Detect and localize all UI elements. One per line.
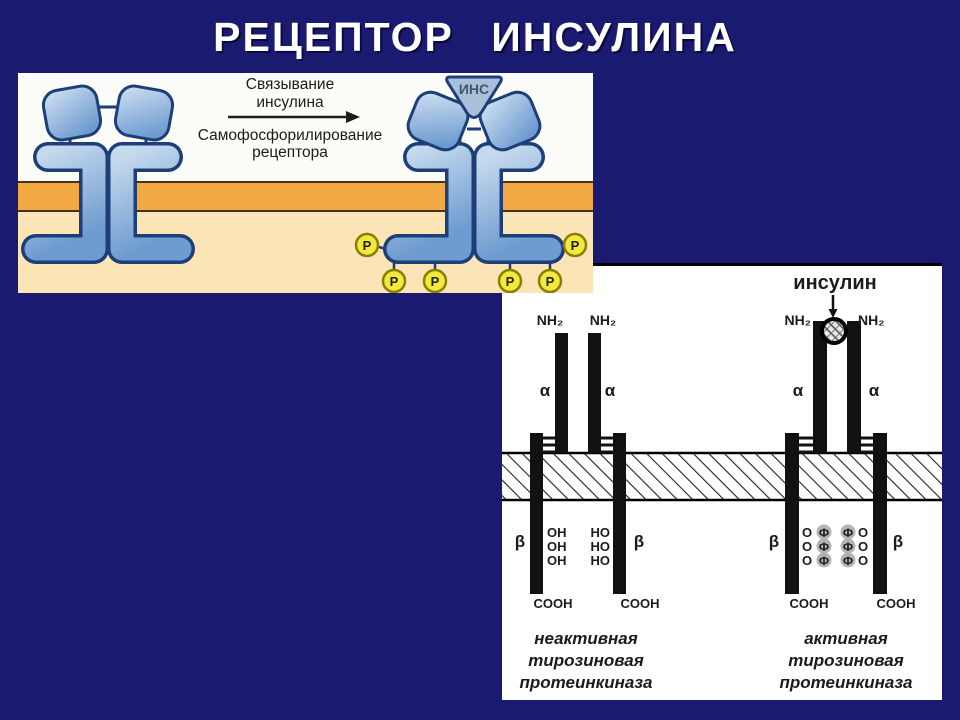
phospho-circle [840,552,856,568]
cooh-label: COOH [534,596,573,611]
f-label: Ф [819,554,829,568]
disulfide-rungs [543,436,613,454]
o-label: О [802,539,812,554]
nh2-label: NH₂ [537,312,563,328]
caption-inactive: неактивная тирозиновая протеинкиназа [519,629,652,692]
ho-label: HO [591,525,611,540]
f-label: Ф [819,526,829,540]
phospho-circle [816,524,832,540]
phospho-circle [816,552,832,568]
phosphate-circle [562,232,588,258]
insulin-binding-diagram: Связывание инсулина Самофосфорилирование… [18,73,593,293]
slide-title: РЕЦЕПТОР ИНСУЛИНА [213,14,737,60]
beta-chain-bar [873,433,887,594]
f-label: Ф [819,540,829,554]
kinase-diagram-canvas: инсулин NH₂ [502,263,942,700]
phosphate-group: Р Р Р Р Р Р [354,232,588,293]
caption-active: активная тирозиновая протеинкиназа [779,629,912,692]
caption-line: активная [804,629,888,648]
binding-diagram-canvas: Связывание инсулина Самофосфорилирование… [18,73,593,293]
beta-label: β [893,532,903,551]
nh2-label: NH₂ [858,312,884,328]
phosphate-label: Р [571,238,580,253]
o-label: О [802,525,812,540]
disulfide-rungs [799,436,873,454]
autophos-label-line2: рецептора [252,144,328,161]
beta-label: β [515,532,525,551]
beta-chain-bar [785,433,799,594]
alpha-label: α [869,381,880,400]
kinase-receptor-active: NH₂ NH₂ α α β β О Ф О Ф О Ф [769,312,916,611]
kinase-receptor-inactive: NH₂ NH₂ α α β β OH OH OH HO HO HO COOH C… [515,312,660,611]
phosphate-circle [422,268,448,293]
nh2-label: NH₂ [590,312,616,328]
phosphate-label: Р [546,274,555,289]
f-label: Ф [843,526,853,540]
caption-line: протеинкиназа [519,673,652,692]
cooh-label: COOH [877,596,916,611]
beta-chain-bar [530,433,543,594]
alpha-chain-bar [555,333,568,453]
o-label: О [858,539,868,554]
f-label: Ф [843,554,853,568]
caption-line: тирозиновая [528,651,644,670]
phospho-groups: О Ф О Ф О Ф Ф О Ф О Ф О [802,524,868,568]
insulin-badge-label: ИНС [459,81,489,97]
cooh-label: COOH [790,596,829,611]
alpha-chain-bar [588,333,601,453]
alpha-label: α [605,381,616,400]
receptor-inactive [21,84,195,264]
binding-arrow [228,111,360,123]
alpha-label: α [793,381,804,400]
phosphate-circle [381,268,407,293]
oh-label: OH [547,525,567,540]
insulin-arrow [828,295,838,318]
phosphate-label: Р [363,238,372,253]
ho-label: HO [591,539,611,554]
caption-line: неактивная [534,629,638,648]
o-label: О [858,553,868,568]
bound-insulin-circle [820,317,848,345]
caption-line: протеинкиназа [779,673,912,692]
phospho-circle [840,524,856,540]
insulin-label: инсулин [793,272,876,294]
insulin-molecule [445,75,503,119]
alpha-subunit [41,84,103,142]
membrane-band [502,451,942,502]
alpha-chain-bar [847,321,861,453]
cooh-label: COOH [621,596,660,611]
alpha-subunit [113,84,175,142]
nh2-label: NH₂ [785,312,811,328]
phosphate-circle [354,232,380,258]
phosphate-circle [537,268,563,293]
ho-label: HO [591,553,611,568]
alpha-label: α [540,381,551,400]
phospho-circle [816,538,832,554]
phosphate-label: Р [506,274,515,289]
phospho-circle [840,538,856,554]
receptor-active: ИНС Р Р Р Р Р Р [354,75,588,293]
oh-label: OH [547,539,567,554]
phosphate-label: Р [390,274,399,289]
o-label: О [858,525,868,540]
o-label: О [802,553,812,568]
alpha-chain-bar [813,321,827,453]
f-label: Ф [843,540,853,554]
phosphate-label: Р [431,274,440,289]
beta-label: β [769,532,779,551]
binding-label-line1: Связывание [246,76,334,93]
phosphate-circle [497,268,523,293]
autophos-label-line1: Самофосфорилирование [198,127,383,144]
alpha-subunit [406,90,470,152]
alpha-subunit [478,90,542,152]
caption-line: тирозиновая [788,651,904,670]
binding-label-line2: инсулина [256,94,324,111]
beta-label: β [634,532,644,551]
beta-chain-bar [613,433,626,594]
oh-label: OH [547,553,567,568]
tyrosine-kinase-diagram: инсулин NH₂ [502,263,942,700]
